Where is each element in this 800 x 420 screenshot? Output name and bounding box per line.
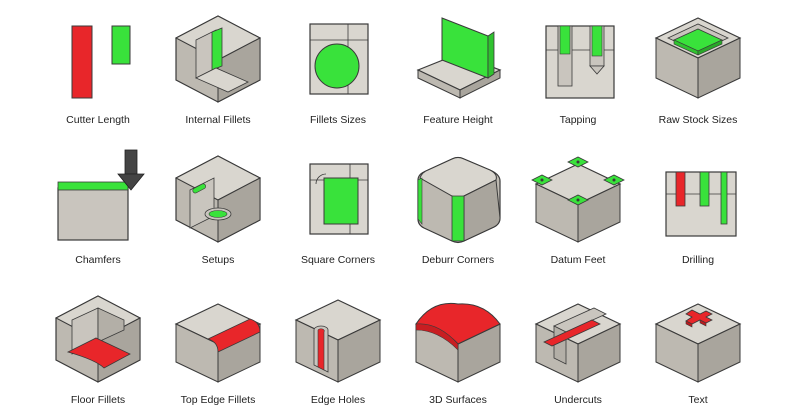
feature-label: Setups (201, 254, 235, 266)
drilling-icon (665, 171, 737, 237)
internal-fillets-icon (174, 15, 262, 103)
feature-tile-chamfers: Chamfers (38, 149, 158, 280)
undercuts-icon (534, 303, 622, 383)
feature-label: Cutter Length (66, 114, 130, 126)
feature-label: Deburr Corners (421, 254, 495, 266)
feature-label: Top Edge Fillets (180, 394, 256, 406)
cutter-length-icon (71, 25, 131, 99)
feature-tile-3d-surfaces: 3D Surfaces (398, 290, 518, 420)
setups-icon (174, 155, 262, 243)
floor-fillets-icon (54, 295, 142, 383)
feature-label: Square Corners (300, 254, 376, 266)
feature-label: Floor Fillets (70, 394, 126, 406)
feature-label: 3D Surfaces (429, 394, 487, 406)
feature-tile-raw-stock-sizes: Raw Stock Sizes (638, 10, 758, 140)
chamfers-icon (57, 149, 145, 241)
tapping-icon (545, 25, 615, 99)
feature-tile-drilling: Drilling (638, 150, 758, 280)
feature-tile-datum-feet: Datum Feet (518, 150, 638, 280)
feature-tile-fillets-sizes: Fillets Sizes (278, 10, 398, 140)
feature-tile-tapping: Tapping (518, 10, 638, 140)
feature-tile-feature-height: Feature Height (398, 10, 518, 140)
feature-tile-deburr-corners: Deburr Corners (398, 150, 518, 280)
raw-stock-sizes-icon (654, 17, 742, 99)
3d-surfaces-icon (415, 302, 501, 383)
top-edge-fillets-icon (174, 303, 262, 383)
text-icon (654, 303, 742, 383)
feature-tile-floor-fillets: Floor Fillets (38, 290, 158, 420)
square-corners-icon (309, 163, 369, 235)
feature-tile-edge-holes: Edge Holes (278, 290, 398, 420)
feature-label: Edge Holes (310, 394, 366, 406)
feature-height-icon (416, 17, 502, 99)
fillets-sizes-icon (309, 23, 369, 95)
feature-label: Text (688, 394, 708, 406)
feature-tile-undercuts: Undercuts (518, 290, 638, 420)
feature-label: Fillets Sizes (309, 114, 366, 126)
feature-label: Chamfers (75, 254, 121, 266)
feature-tile-internal-fillets: Internal Fillets (158, 10, 278, 140)
feature-label: Tapping (559, 114, 597, 126)
feature-label: Drilling (681, 254, 715, 266)
datum-feet-icon (531, 156, 625, 243)
feature-label: Datum Feet (550, 254, 606, 266)
feature-tile-setups: Setups (158, 150, 278, 280)
feature-tile-square-corners: Square Corners (278, 150, 398, 280)
feature-tile-text: Text (638, 290, 758, 420)
edge-holes-icon (294, 299, 382, 383)
feature-label: Feature Height (423, 114, 493, 126)
feature-label: Undercuts (554, 394, 602, 406)
feature-label: Internal Fillets (185, 114, 251, 126)
feature-tile-cutter-length: Cutter Length (38, 10, 158, 140)
deburr-corners-icon (417, 156, 501, 244)
feature-label: Raw Stock Sizes (658, 114, 738, 126)
feature-tile-top-edge-fillets: Top Edge Fillets (158, 290, 278, 420)
